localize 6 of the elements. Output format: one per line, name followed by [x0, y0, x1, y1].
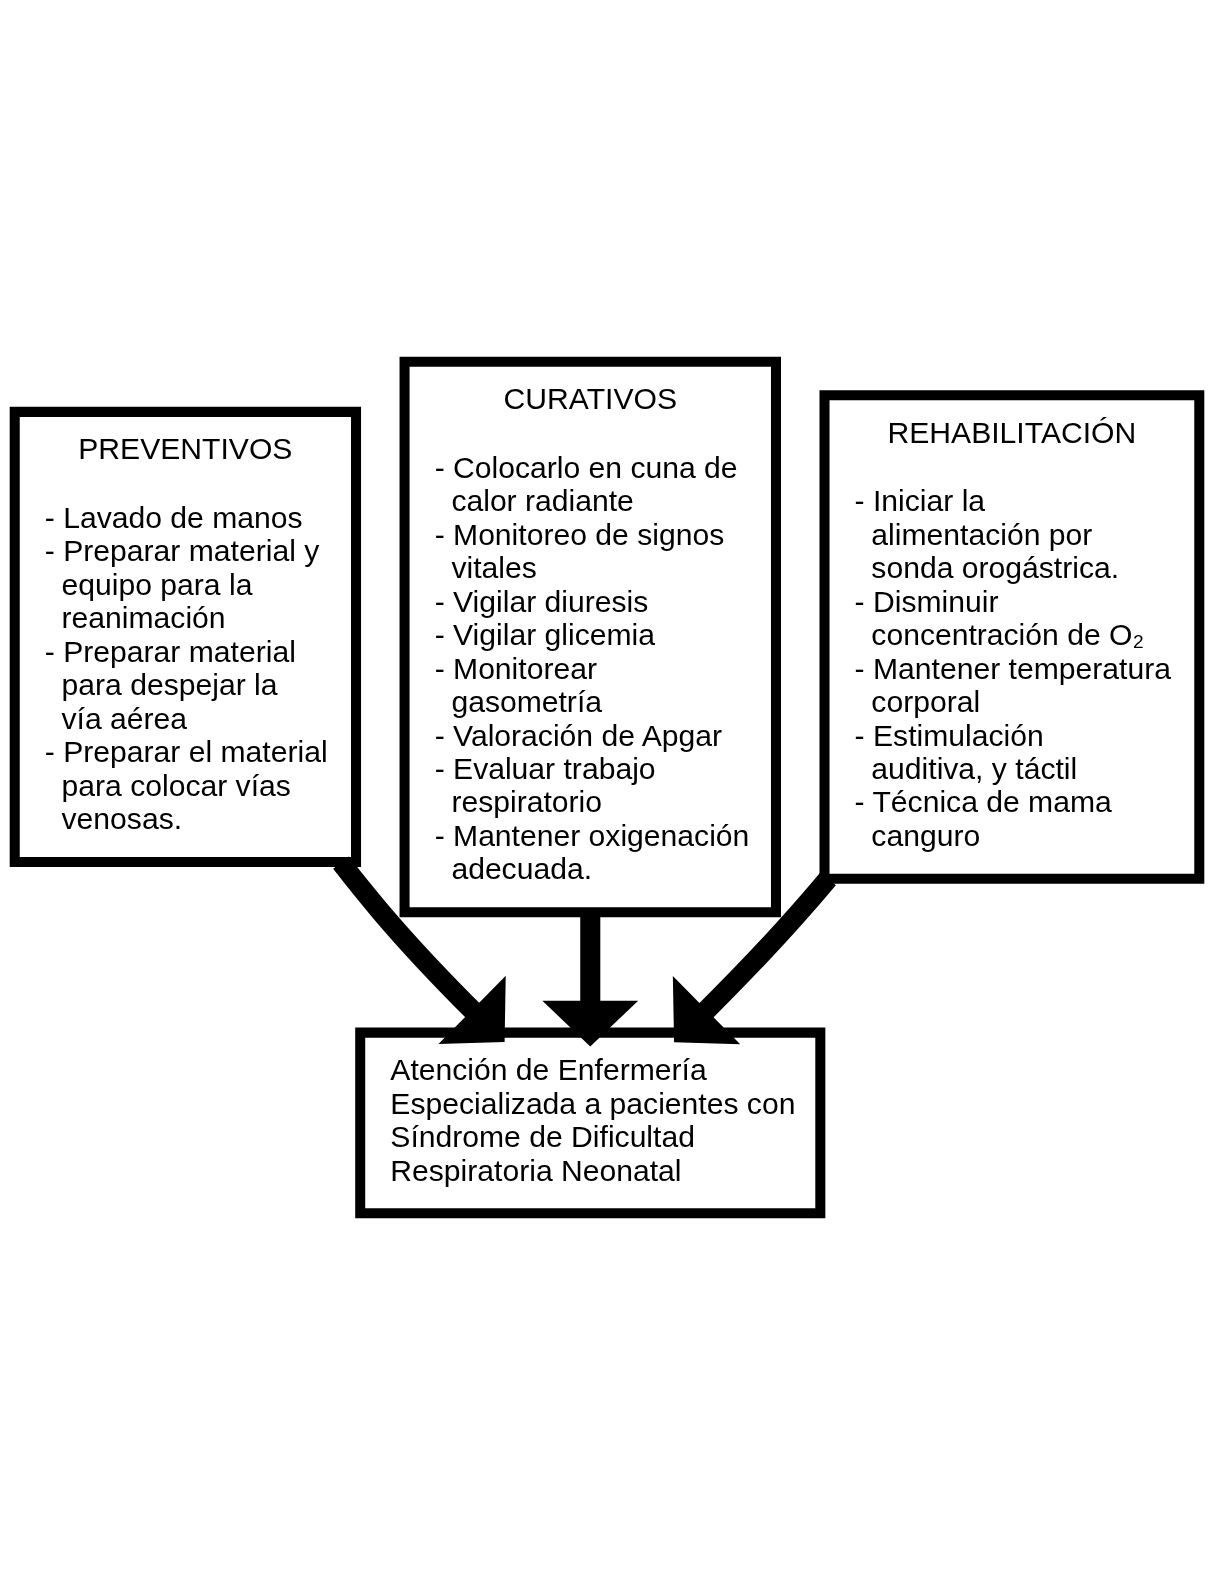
arrow [672, 872, 836, 1045]
node-box: PREVENTIVOS - Lavado de manos - Preparar material y equipo para la reanimación - Preparar material para despejar la vía aérea - Preparar el material para colocar vías venosas. [9, 406, 362, 867]
arrow [333, 856, 506, 1045]
node-box: CURATIVOS - Colocarlo en cuna de calor radiante - Monitoreo de signos vitales - Vigilar diuresis - Vigilar glicemia - Monitorear gasometría - Valoración de Apgar - Evaluar trabajo respiratorio - Mantener oxigenación adecuada. [399, 356, 781, 918]
node-box: REHABILITACIÓN - Iniciar la alimentación por sonda orogástrica. - Disminuir concentración de O₂ - Mantener temperatura corporal - Estimulación auditiva, y táctil - Técnica de mama canguro [819, 390, 1205, 884]
node-box: Atención de Enfermería Especializada a pacientes con Síndrome de Dificultad Respiratoria Neonatal [355, 1027, 826, 1219]
